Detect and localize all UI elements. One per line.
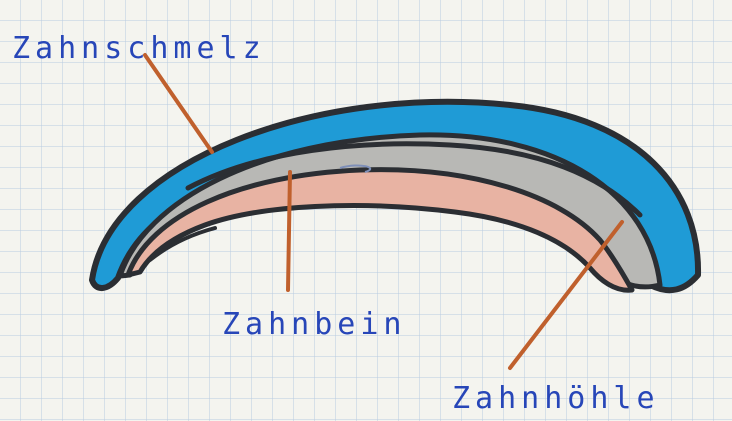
leader-line-dentin	[288, 172, 290, 290]
label-pulp: Zahnhöhle	[452, 381, 660, 416]
label-enamel: Zahnschmelz	[12, 31, 266, 66]
label-dentin: Zahnbein	[222, 307, 407, 342]
